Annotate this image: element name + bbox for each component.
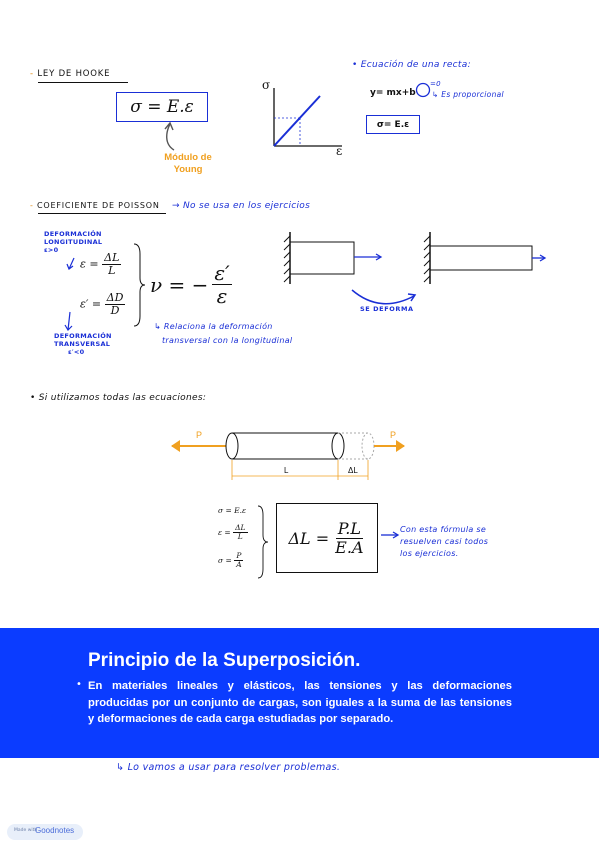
bar-tension-diagram — [171, 432, 405, 480]
deforma-label: SE DEFORMA — [360, 305, 414, 313]
long-arrow-icon — [66, 257, 75, 270]
hooke-formula-box: σ = E.ε — [116, 92, 208, 122]
relation-note: ↳ Relaciona la deformación transversal c… — [154, 322, 293, 345]
poisson-heading: - COEFICIENTE DE POISSON — [30, 201, 160, 210]
badge-made-with: Made with — [14, 828, 38, 833]
hooke-heading: - LEY DE HOOKE — [30, 69, 111, 79]
beam-deformation-diagram — [283, 232, 547, 305]
nu-formula: ν = − ε′ε — [150, 261, 232, 308]
poisson-underline — [38, 213, 166, 214]
modulo-label: Módulo de Young — [164, 152, 212, 175]
hooke-underline — [38, 82, 128, 83]
superposicion-banner — [0, 628, 599, 758]
ecuaciones-heading: • Si utilizamos todas las ecuaciones: — [30, 393, 207, 403]
recta-equation: y= mx+b — [370, 88, 416, 98]
hooke-formula: σ = E.ε — [130, 97, 194, 117]
b-zero: =0 — [430, 80, 441, 88]
badge-brand: Goodnotes — [35, 826, 75, 835]
b-circle-icon — [415, 82, 431, 98]
sys-eq-1: σ = E.ε — [218, 506, 247, 515]
graph-x-label: ε — [336, 144, 343, 158]
hooke-graph — [273, 88, 342, 147]
poisson-note: → No se usa en los ejercicios — [172, 201, 311, 211]
poisson-brace — [133, 243, 146, 327]
trans-arrow-icon — [64, 311, 73, 331]
superposicion-note: ↳ Lo vamos a usar para resolver problema… — [116, 762, 341, 773]
recta-note: ↳ Es proporcional — [432, 90, 504, 99]
goodnotes-badge[interactable]: Made with Goodnotes — [7, 824, 83, 840]
recta-boxed: σ= E.ε — [366, 115, 420, 134]
graph-y-label: σ — [262, 78, 271, 92]
dim-L-label: L — [284, 466, 289, 475]
sys-brace — [257, 505, 269, 579]
long-label: DEFORMACIÓN LONGITUDINAL ε>0 — [44, 230, 103, 254]
force-left-label: P — [196, 430, 203, 440]
superposicion-title: Principio de la Superposición. — [88, 650, 361, 671]
trans-label: DEFORMACIÓN TRANSVERSAL ε′<0 — [54, 332, 112, 356]
force-right-label: P — [390, 430, 397, 440]
superposicion-bullet: • — [76, 679, 82, 690]
recta-title: • Ecuación de una recta: — [352, 60, 471, 70]
main-note-arrow-icon — [381, 531, 400, 539]
main-note: Con esta fórmula se resuelven casi todos… — [400, 525, 489, 558]
superposicion-text: En materiales lineales y elásticos, las … — [88, 680, 512, 725]
modulo-arrow-icon — [164, 121, 175, 151]
dim-dL-label: ΔL — [348, 466, 358, 475]
